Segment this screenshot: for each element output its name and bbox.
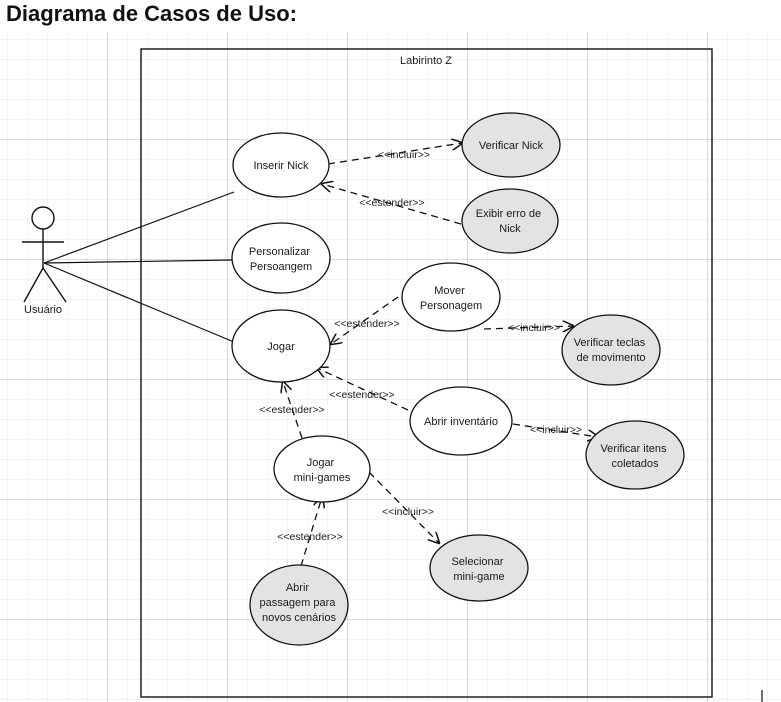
edge-label-estender-passagem: <<estender>> [277,531,342,543]
use-case-jogar-minigames-label: Jogar mini-games [294,457,351,484]
use-case-mover-personagem-line-2: Personagem [420,300,482,312]
edge-erro-inserir [322,184,462,225]
edge-label-estender-erro: <<estender>> [359,197,424,209]
use-case-abrir-passagem-shape [249,564,349,646]
actor-usuario[interactable]: Usuário [22,206,67,316]
use-case-verificar-teclas-line-2: de movimento [576,352,645,364]
use-case-inserir-nick[interactable]: Inserir Nick [232,132,330,198]
use-case-exibir-erro-line-1: Exibir erro de [476,208,541,220]
use-case-personalizar-line-1: Personalizar [249,246,310,258]
edge-label-incluir-selecionar: <<incluir>> [382,506,434,518]
use-case-jogar-label: Jogar [267,341,295,353]
use-case-verificar-nick-label: Verificar Nick [479,140,544,152]
edge-minigames-jogar [283,382,303,439]
diagram-title: Diagrama de Casos de Uso: [6,1,297,26]
edge-label-estender-inventario: <<estender>> [329,389,394,401]
use-case-exibir-erro[interactable]: Exibir erro de Nick [461,188,559,254]
use-case-verificar-nick-line-1: Verificar Nick [479,140,544,152]
use-case-selecionar-minigame-shape [429,534,529,602]
use-case-selecionar-minigame[interactable]: Selecionar mini-game [429,534,529,602]
use-case-verificar-nick[interactable]: Verificar Nick [461,112,561,178]
edge-label-estender-mover: <<estender>> [334,318,399,330]
use-case-verificar-teclas[interactable]: Verificar teclas de movimento [561,314,661,386]
use-case-verificar-itens-line-2: coletados [611,458,659,470]
actor-label: Usuário [24,304,62,316]
use-case-jogar-line-1: Jogar [267,341,295,353]
edge-passagem-minigames [300,497,322,567]
use-case-inserir-nick-label: Inserir Nick [253,160,309,172]
use-case-verificar-teclas-label: Verificar teclas de movimento [574,337,649,364]
use-case-verificar-teclas-shape [561,314,661,386]
edge-inventario-itens [512,423,598,437]
use-case-abrir-inventario[interactable]: Abrir inventário [409,386,513,456]
use-case-verificar-nick-shape [461,112,561,178]
use-case-abrir-inventario-label: Abrir inventário [424,416,498,428]
association-inserir-nick [43,191,235,264]
use-case-selecionar-minigame-line-1: Selecionar [451,556,503,568]
use-case-exibir-erro-line-2: Nick [499,223,521,235]
use-case-verificar-itens[interactable]: Verificar itens coletados [585,420,685,490]
use-case-jogar-shape [231,309,331,383]
edge-label-incluir-nick: <<incluir>> [378,149,430,161]
actor-head [31,206,55,230]
use-case-personalizar-shape [231,222,331,294]
edge-label-incluir-itens: <<incluir>> [530,424,582,436]
system-boundary [140,48,713,698]
use-case-abrir-passagem-line-2: passagem para [260,597,337,609]
use-case-abrir-passagem-line-1: Abrir [286,582,310,594]
use-case-verificar-itens-label: Verificar itens coletados [600,443,669,470]
use-case-verificar-itens-shape [585,420,685,490]
use-case-abrir-passagem-line-3: novos cenários [262,612,336,624]
use-case-personalizar-line-2: Persoangem [250,261,312,273]
use-case-mover-personagem[interactable]: Mover Personagem [401,262,501,332]
use-case-exibir-erro-label: Exibir erro de Nick [476,208,544,235]
edge-mover-jogar [331,289,409,344]
use-case-verificar-itens-line-1: Verificar itens [600,443,667,455]
use-case-selecionar-minigame-label: Selecionar mini-game [451,556,506,583]
use-case-inserir-nick-shape [232,132,330,198]
edge-label-estender-minigames: <<estender>> [259,404,324,416]
use-case-verificar-teclas-line-1: Verificar teclas [574,337,646,349]
use-case-personalizar[interactable]: Personalizar Persoangem [231,222,331,294]
edge-label-incluir-teclas: <<incluir>> [508,322,560,334]
use-case-inserir-nick-line-1: Inserir Nick [253,160,309,172]
edge-inventario-jogar [317,368,409,411]
use-case-personalizar-label: Personalizar Persoangem [249,246,313,273]
system-name: Labirinto Z [400,55,452,67]
edge-mover-teclas [483,326,573,329]
edge-minigames-selecionar [368,471,439,543]
use-case-exibir-erro-shape [461,188,559,254]
use-case-mover-personagem-label: Mover Personagem [420,285,482,312]
association-personalizar [43,259,233,264]
actor-leg-left [23,267,44,303]
actor-leg-right [42,267,67,303]
use-case-jogar-minigames-line-1: Jogar [307,457,335,469]
use-case-jogar[interactable]: Jogar [231,309,331,383]
use-case-jogar-minigames-line-2: mini-games [294,472,351,484]
use-case-mover-personagem-line-1: Mover [434,285,465,297]
use-case-selecionar-minigame-line-2: mini-game [453,571,504,583]
association-jogar [43,262,235,343]
edge-inserir-verificar [327,143,462,165]
use-case-mover-personagem-shape [401,262,501,332]
use-case-abrir-passagem[interactable]: Abrir passagem para novos cenários [249,564,349,646]
use-case-abrir-inventario-line-1: Abrir inventário [424,416,498,428]
use-case-jogar-minigames-shape [273,435,371,503]
use-case-abrir-passagem-label: Abrir passagem para novos cenários [260,582,339,624]
use-case-abrir-inventario-shape [409,386,513,456]
use-case-jogar-minigames[interactable]: Jogar mini-games [273,435,371,503]
